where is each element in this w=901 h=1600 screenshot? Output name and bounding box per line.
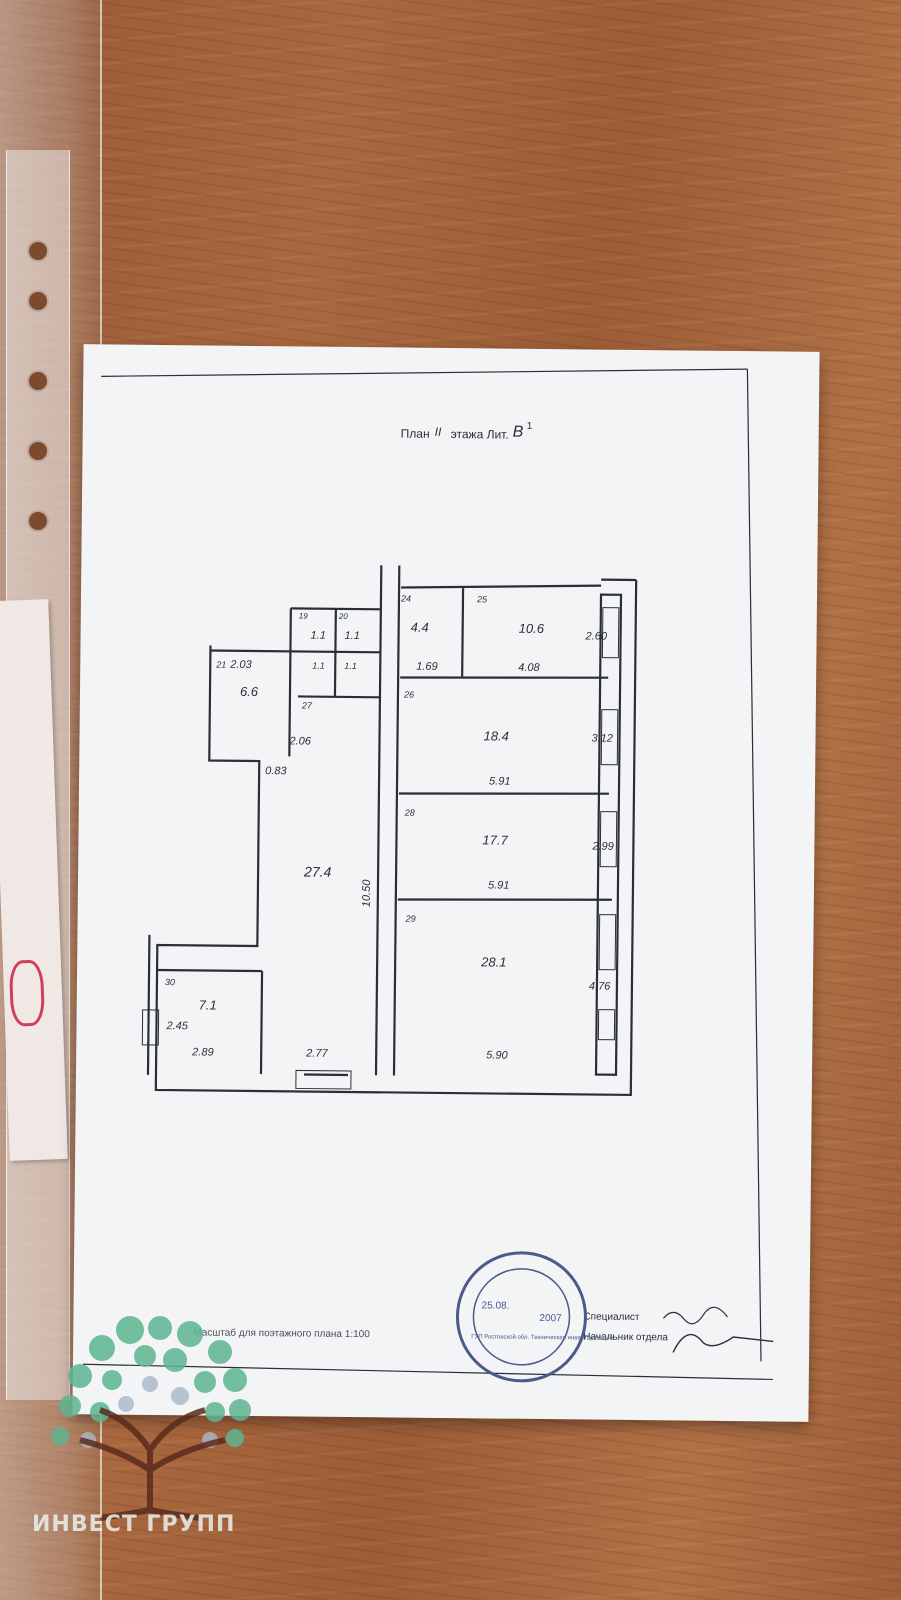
punch-hole [27,440,49,462]
room-area: 17.7 [482,832,508,847]
room-dim: 2.77 [305,1048,328,1060]
watermark-brand: ИНВЕСТ ГРУПП [32,1512,236,1537]
room-dim: 3.12 [591,733,613,745]
frame-right-line [746,369,762,1362]
plan-title-suffix: этажа Лит. [451,427,509,442]
plan-litera-sup: 1 [527,421,533,432]
room-area: 18.4 [483,728,508,743]
room-area: 27.4 [303,864,332,880]
room-area: 1.1 [312,661,325,671]
plan-title: План [401,427,430,441]
room-number: 20 [338,612,349,621]
windows [141,607,620,1090]
room-dim: 2.03 [229,659,252,671]
outer-walls [146,565,638,1097]
room-number: 26 [403,690,414,700]
room-dim: 2.60 [585,630,608,642]
floor-plan-sheet: План II этажа Лит. В 1 [72,344,820,1422]
floor-plan-drawing: План II этажа Лит. В 1 [82,368,774,1383]
head-signature [672,1333,774,1353]
room-area: 4.4 [411,620,429,635]
punch-hole [27,370,49,392]
stamp-text: ГУП Ростовской обл. Техническая инвентар… [471,1333,613,1341]
room-dim: 4.76 [589,981,611,993]
punch-hole [27,510,49,532]
plan-floor-number: II [435,425,442,439]
tree-logo-icon [51,1316,251,1521]
room-area: 1.1 [311,630,326,642]
room-number: 29 [405,914,416,924]
scale-note: Масштаб для поэтажного плана 1:100 [193,1326,370,1340]
room-area: 28.1 [480,954,506,969]
room-dim: 10.50 [361,879,373,908]
specialist-signature [662,1306,728,1325]
room-dim: 5.91 [489,775,511,787]
stamp-year: 2007 [539,1313,562,1324]
head-label: Начальник отдела [583,1331,668,1343]
room-area: 6.6 [240,684,259,699]
punch-hole [27,240,49,262]
punch-hole [27,290,49,312]
room-dim: 4.08 [518,662,540,674]
room-dim: 1.69 [416,661,438,673]
room-dim: 2.89 [191,1046,214,1058]
official-stamp: 25.08. 2007 ГУП Ростовской обл. Техничес… [455,1251,613,1383]
room-dim: 5.90 [486,1049,508,1061]
red-ink-mark [8,959,46,1027]
frame-top-line [101,368,748,377]
room-dim: 5.91 [488,879,510,891]
room-area: 7.1 [199,997,217,1012]
room-number: 25 [476,594,488,604]
room-dim: 2.06 [288,735,311,747]
stamp-date: 25.08. [482,1300,510,1311]
room-number: 27 [301,700,313,710]
room-number: 19 [299,611,309,620]
room-number: 24 [400,594,411,604]
room-number: 21 [215,660,226,670]
room-labels: 19 1.1 20 1.1 21 2.03 6.6 1.1 1.1 24 4.4… [165,594,614,1062]
frame-bottom-line [82,1363,773,1381]
room-number: 28 [404,808,415,818]
room-number: 30 [165,977,175,987]
room-dim: 2.99 [591,841,614,853]
specialist-label: Специалист [583,1311,640,1323]
room-dim: 0.83 [265,765,287,777]
room-area: 1.1 [344,661,357,671]
room-dim: 2.45 [165,1020,188,1032]
plan-litera: В [513,424,524,441]
room-area: 10.6 [519,621,545,636]
room-area: 1.1 [345,630,360,642]
